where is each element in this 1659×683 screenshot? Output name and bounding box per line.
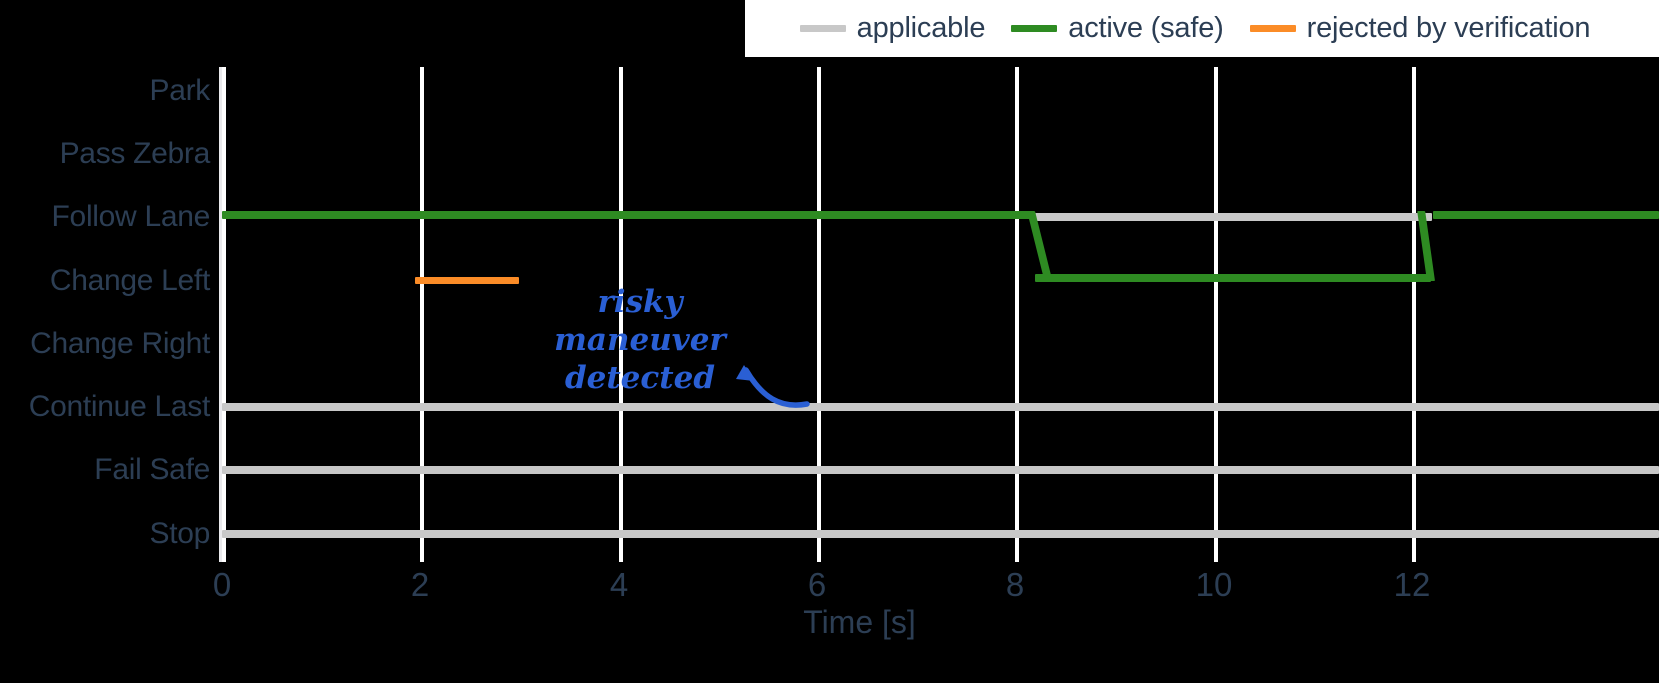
series-applicable-segment-fail-safe — [222, 466, 1659, 474]
y-tick-label-change-left: Change Left — [49, 264, 210, 297]
gridline-x-6 — [817, 67, 821, 562]
line-swatch-icon — [1011, 25, 1058, 32]
annotation-label: risky maneuver detected — [550, 283, 730, 397]
line-swatch-icon — [799, 25, 846, 32]
y-axis-tick-labels: Park Pass Zebra Follow Lane Change Left … — [0, 67, 211, 562]
y-tick-label-continue-last: Continue Last — [28, 390, 211, 423]
legend-entry-active-safe: active (safe) — [1011, 12, 1224, 45]
gridline-x-10 — [1214, 67, 1218, 562]
x-tick-label-4: 4 — [609, 566, 629, 603]
y-tick-label-follow-lane: Follow Lane — [51, 200, 211, 233]
legend-label: rejected by verification — [1306, 12, 1591, 44]
y-tick-label-change-right: Change Right — [30, 327, 210, 360]
x-axis-title: Time [s] — [0, 604, 1659, 641]
series-active-transition-down — [1027, 211, 1053, 281]
plot-area — [222, 67, 1659, 562]
series-active-transition-up — [1417, 211, 1435, 281]
annotation-line-2: maneuver — [554, 322, 726, 358]
gridline-x-2 — [420, 67, 424, 562]
x-tick-label-10: 10 — [1195, 566, 1233, 603]
legend-label: active (safe) — [1068, 12, 1224, 44]
chart-legend: applicable active (safe) rejected by ver… — [745, 0, 1659, 57]
x-tick-label-0: 0 — [212, 566, 232, 603]
x-tick-label-6: 6 — [807, 566, 827, 603]
gridline-x-12 — [1412, 67, 1416, 562]
gridline-x-0 — [222, 67, 226, 562]
annotation-arrow-icon — [736, 365, 810, 408]
gridline-x-4 — [619, 67, 623, 562]
legend-label: applicable — [856, 12, 986, 44]
series-applicable-segment-stop — [222, 530, 1659, 538]
line-swatch-icon — [1249, 25, 1296, 32]
legend-entry-rejected-by-verification: rejected by verification — [1249, 12, 1591, 45]
gridline-x-8 — [1015, 67, 1019, 562]
series-applicable-segment-continue-last — [222, 403, 1659, 411]
y-tick-label-pass-zebra: Pass Zebra — [59, 137, 211, 170]
series-active-segment-follow-lane-2 — [1433, 211, 1659, 219]
y-tick-label-fail-safe: Fail Safe — [94, 453, 210, 486]
annotation-line-3: detected — [564, 360, 716, 396]
annotation-line-1: risky — [597, 284, 683, 320]
series-active-segment-change-left — [1035, 274, 1431, 282]
legend-entry-applicable: applicable — [799, 12, 986, 45]
x-tick-label-8: 8 — [1005, 566, 1025, 603]
y-tick-label-park: Park — [149, 74, 211, 107]
series-active-segment-follow-lane-1 — [222, 211, 1030, 219]
series-rejected-segment-change-left — [415, 277, 519, 284]
y-tick-label-stop: Stop — [149, 517, 210, 550]
series-applicable-segment-follow-lane — [1035, 213, 1432, 221]
x-axis-title-text: Time [s] — [803, 604, 916, 640]
x-axis-tick-labels: 0 2 4 6 8 10 12 — [213, 566, 1659, 612]
x-tick-label-2: 2 — [410, 566, 430, 603]
y-axis-spine — [219, 67, 223, 562]
x-tick-label-12: 12 — [1393, 566, 1431, 603]
